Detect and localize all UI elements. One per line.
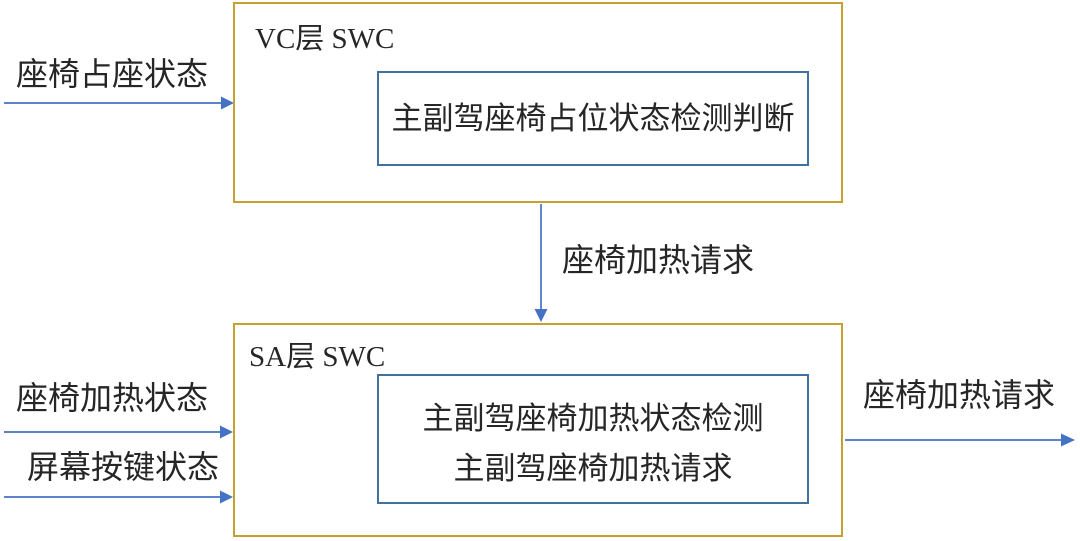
sa-swc-box: SA层 SWC 主副驾座椅加热状态检测 主副驾座椅加热请求 [233, 323, 843, 537]
sa-inner-box: 主副驾座椅加热状态检测 主副驾座椅加热请求 [377, 374, 809, 504]
vc-swc-title: VC层 SWC [255, 23, 395, 55]
label-seat-occupancy-status: 座椅占座状态 [16, 56, 209, 92]
label-seat-heating-request-mid: 座椅加热请求 [562, 242, 755, 278]
vc-inner-box: 主副驾座椅占位状态检测判断 [377, 71, 809, 166]
vc-inner-text: 主副驾座椅占位状态检测判断 [391, 100, 795, 136]
label-seat-heating-status: 座椅加热状态 [16, 380, 209, 416]
sa-swc-title: SA层 SWC [249, 341, 386, 373]
sa-inner-line1: 主副驾座椅加热状态检测 [422, 401, 764, 437]
vc-swc-box: VC层 SWC 主副驾座椅占位状态检测判断 [233, 2, 843, 203]
seat-heating-request-down-arrow [534, 204, 548, 322]
screen-button-status-arrow [4, 490, 233, 504]
seat-heating-request-out-arrow [845, 433, 1075, 447]
sa-inner-line2: 主副驾座椅加热请求 [453, 451, 733, 486]
label-seat-heating-request-out: 座椅加热请求 [863, 377, 1056, 413]
seat-occupancy-arrow [4, 96, 234, 110]
seat-heating-status-arrow [4, 425, 233, 439]
label-screen-button-status: 屏幕按键状态 [27, 449, 220, 485]
